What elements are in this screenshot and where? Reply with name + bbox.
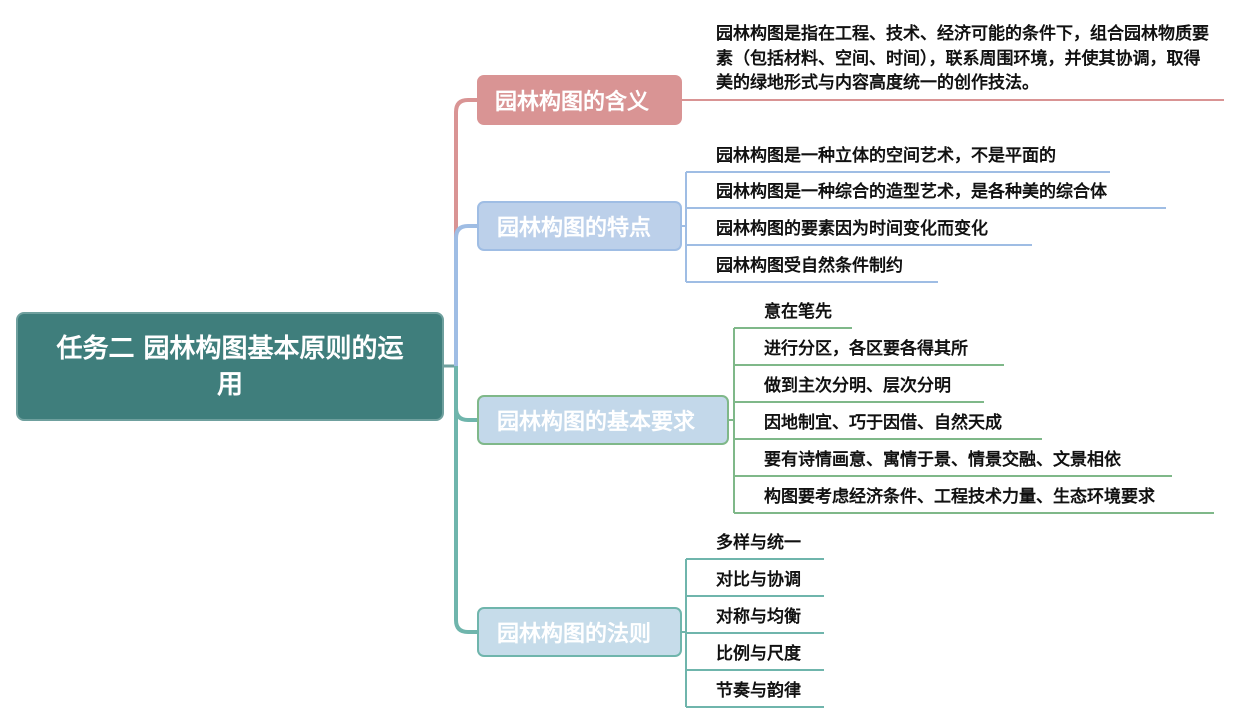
leaf-requirement[interactable]: 因地制宜、巧于因借、自然天成: [764, 413, 1002, 433]
branch-label: 园林构图的法则: [497, 622, 652, 647]
leaf-requirement[interactable]: 意在笔先: [764, 302, 832, 322]
leaf-rule[interactable]: 比例与尺度: [716, 644, 801, 664]
leaf-feature[interactable]: 园林构图是一种立体的空间艺术，不是平面的: [716, 146, 1056, 166]
leaf-definition[interactable]: 园林构图是指在工程、技术、经济可能的条件下，组合园林物质要素（包括材料、空间、时…: [716, 24, 1209, 93]
root-topic-label: 任务二 园林构图基本原则的运用: [56, 333, 404, 400]
leaf-rule[interactable]: 对称与均衡: [716, 607, 801, 627]
branch-rules[interactable]: 园林构图的法则: [477, 607, 682, 657]
leaf-requirement[interactable]: 进行分区，各区要各得其所: [764, 339, 968, 359]
branch-label: 园林构图的基本要求: [497, 410, 696, 435]
branch-label: 园林构图的含义: [495, 90, 650, 115]
leaf-requirement[interactable]: 构图要考虑经济条件、工程技术力量、生态环境要求: [764, 487, 1155, 507]
branch-features[interactable]: 园林构图的特点: [477, 201, 682, 251]
branch-meaning[interactable]: 园林构图的含义: [477, 75, 682, 125]
leaf-feature[interactable]: 园林构图是一种综合的造型艺术，是各种美的综合体: [716, 182, 1107, 202]
branch-label: 园林构图的特点: [497, 216, 652, 241]
branch-basic-requirements[interactable]: 园林构图的基本要求: [477, 395, 729, 445]
root-topic[interactable]: 任务二 园林构图基本原则的运用: [16, 312, 444, 421]
leaf-rule[interactable]: 对比与协调: [716, 570, 801, 590]
leaf-rule[interactable]: 节奏与韵律: [716, 681, 801, 701]
leaf-requirement[interactable]: 要有诗情画意、寓情于景、情景交融、文景相依: [764, 450, 1121, 470]
leaf-requirement[interactable]: 做到主次分明、层次分明: [764, 376, 951, 396]
leaf-feature[interactable]: 园林构图受自然条件制约: [716, 256, 903, 276]
leaf-feature[interactable]: 园林构图的要素因为时间变化而变化: [716, 219, 988, 239]
leaf-rule[interactable]: 多样与统一: [716, 533, 801, 553]
